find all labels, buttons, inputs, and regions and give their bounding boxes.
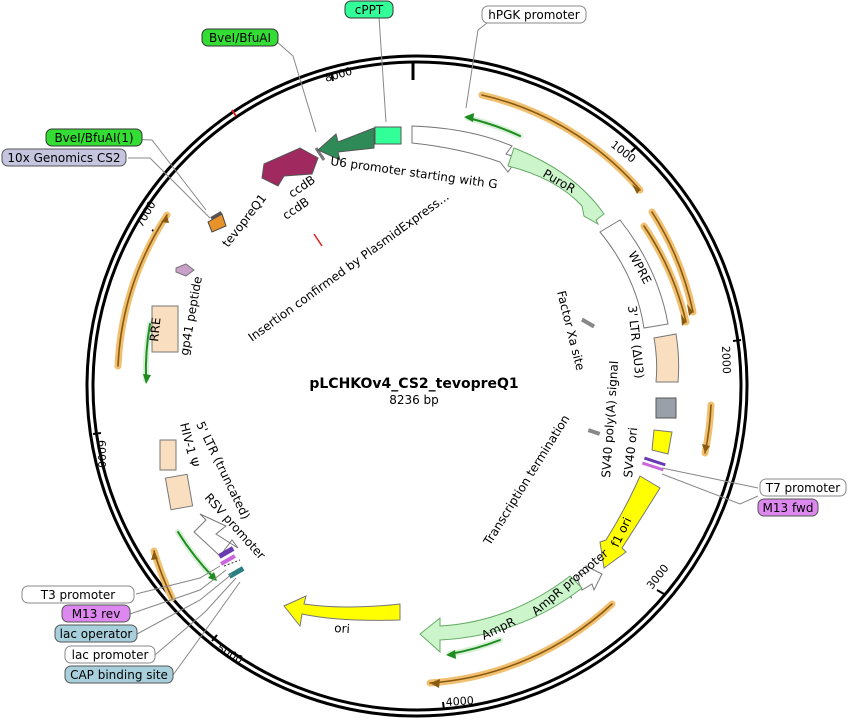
callout-cap-binding-site-label: CAP binding site (70, 668, 168, 682)
insertion-marker (313, 233, 323, 247)
callout-bvei-bfuai: BveI/BfuAI (201, 28, 279, 47)
u6-promoter-arrow (411, 125, 519, 173)
callout-10x-genomics-cs2: 10x Genomics CS2 (1, 148, 127, 167)
callout-bvei-bfuai-1: BveI/BfuAI(1) (45, 128, 143, 147)
label-sv40-ori: SV40 ori (621, 427, 640, 479)
callout-10x-genomics-cs2-label: 10x Genomics CS2 (7, 151, 120, 165)
tick-5000: 5000 (215, 641, 246, 666)
callout-lac-promoter-label: lac promoter (72, 648, 149, 662)
ltr3-box (653, 333, 680, 383)
t7-m13-markers (641, 456, 666, 472)
callout-t7-promoter-label: T7 promoter (765, 481, 841, 495)
sv40-ori-box (651, 429, 673, 455)
rre-box (151, 305, 179, 353)
primer-arcs (142, 113, 523, 659)
plasmid-name: pLCHKOv4_CS2_tevopreQ1 (309, 376, 518, 392)
callout-t7-promoter: T7 promoter (759, 478, 847, 497)
label-rre: RRE (147, 317, 163, 343)
plasmid-size: 8236 bp (389, 393, 439, 407)
callout-m13-rev-label: M13 rev (72, 607, 121, 621)
ori-arrow (283, 595, 401, 628)
orf-arcs (114, 91, 715, 688)
puror-arrow (507, 147, 605, 226)
callout-lac-operator-label: lac operator (60, 627, 133, 641)
factor-xa-mark (580, 317, 596, 329)
backbone (85, 54, 749, 718)
callout-hpgk-promoter: hPGK promoter (481, 5, 587, 24)
label-gp41: gp41 peptide (177, 275, 205, 356)
callout-m13-fwd-label: M13 fwd (763, 501, 814, 515)
tevopreq1-arrow (207, 213, 227, 233)
transcription-termination-mark (587, 428, 601, 436)
callout-m13-rev: M13 rev (61, 604, 131, 623)
label-tevopreq1: tevopreQ1 (219, 191, 269, 249)
label-u6-promoter: U6 promoter starting with G (330, 154, 499, 191)
callout-cppt-label: cPPT (355, 3, 384, 17)
wpre-box (599, 219, 669, 329)
sv40-polya-box (655, 397, 677, 419)
features (151, 125, 680, 654)
callout-m13-fwd: M13 fwd (757, 498, 819, 517)
callout-hpgk-promoter-label: hPGK promoter (488, 8, 580, 22)
rsv-promoter-arrow (193, 513, 239, 557)
callouts: cPPT hPGK promoter BveI/BfuAI BveI/BfuAI… (1, 0, 847, 684)
f1-ori-arrow (599, 475, 661, 569)
tick-4000: 4000 (445, 694, 474, 709)
callout-lac-promoter: lac promoter (64, 645, 156, 664)
hiv-psi-box (159, 439, 177, 471)
label-sv40-polya: SV40 poly(A) signal (599, 360, 621, 478)
label-transcription-termination: Transcription termination (480, 412, 572, 548)
callout-bvei-bfuai-1-label: BveI/BfuAI(1) (54, 131, 133, 145)
red-site-marker (231, 109, 237, 117)
tick-3000: 3000 (644, 562, 671, 592)
ccdb-arrow (261, 147, 319, 187)
label-factor-xa: Factor Xa site (554, 289, 587, 372)
ampr-promoter-arrow (575, 565, 603, 592)
callout-t3-promoter: T3 promoter (21, 585, 135, 604)
ltr5-box (164, 473, 194, 511)
tick-2000: 2000 (719, 346, 733, 374)
tick-6000: 6000 (95, 440, 108, 468)
cppt-box (374, 126, 402, 145)
gp41-arrow (175, 263, 195, 277)
callout-cppt: cPPT (344, 0, 394, 19)
label-ori: ori (334, 621, 351, 636)
callout-t3-promoter-label: T3 promoter (40, 588, 116, 602)
callout-lac-operator: lac operator (54, 624, 138, 643)
label-ampr-promoter: AmpR promoter (529, 546, 611, 618)
callout-cap-binding-site: CAP binding site (64, 665, 174, 684)
callout-bvei-bfuai-label: BveI/BfuAI (209, 31, 271, 45)
tick-7000: 7000 (133, 199, 158, 230)
cppt-region-arrow (317, 127, 375, 161)
ampr-arrow (419, 575, 583, 654)
label-insertion: Insertion confirmed by PlasmidExpress... (246, 189, 452, 344)
